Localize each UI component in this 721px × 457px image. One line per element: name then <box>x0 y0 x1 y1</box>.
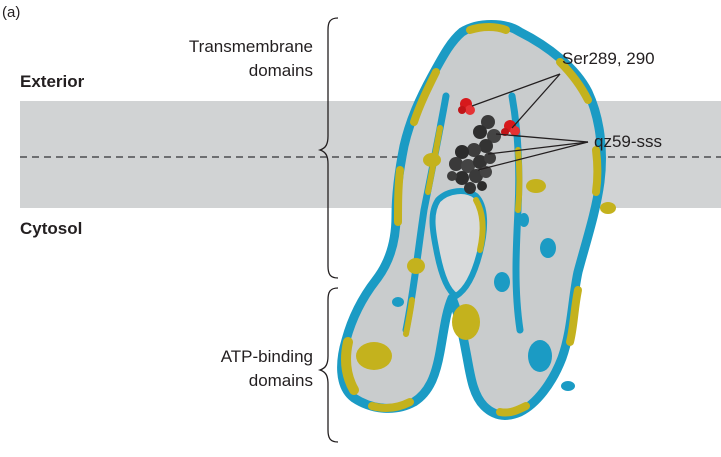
ligand-leader-line <box>495 133 589 143</box>
transmembrane-label-line2: domains <box>249 61 313 80</box>
ser-leader-line <box>511 73 561 129</box>
surface-blob <box>600 202 616 214</box>
surface-patch-yellow <box>341 337 359 395</box>
surface-blob <box>519 213 529 227</box>
ligand-leader-line <box>487 141 589 155</box>
atp-binding-label-line2: domains <box>249 371 313 390</box>
ser-atom <box>458 106 466 114</box>
atp-binding-label-line1: ATP-binding <box>221 347 313 366</box>
protein-structure <box>337 20 616 420</box>
surface-blob <box>356 342 392 370</box>
ligand-callout-label: qz59-sss <box>594 132 662 151</box>
surface-patch-yellow <box>515 147 523 213</box>
central-cleft <box>432 191 485 296</box>
ser-residues <box>458 98 520 136</box>
surface-patch-yellow <box>410 68 440 126</box>
callout-lines <box>471 73 589 171</box>
atp-binding-bracket <box>317 287 339 443</box>
surface-blob <box>392 297 404 307</box>
ser-atom <box>510 126 520 136</box>
qz59-ligand <box>447 115 501 194</box>
surface-patch-yellow <box>592 146 602 196</box>
ser-callout-label: Ser289, 290 <box>562 49 655 68</box>
surface-blob <box>452 304 480 340</box>
membrane-band <box>20 101 721 208</box>
surface-blob <box>494 272 510 292</box>
surface-patch-yellow <box>473 197 486 253</box>
transmembrane-label-line1: Transmembrane <box>189 37 313 56</box>
ligand-leader-line <box>477 141 589 171</box>
surface-patch-yellow <box>496 402 530 417</box>
surface-patch-yellow <box>466 23 510 34</box>
cleft-surface <box>429 188 488 300</box>
transmembrane-bracket <box>317 17 339 279</box>
surface-patch-yellow <box>556 58 592 104</box>
surface-blob <box>423 153 441 167</box>
surface-patch-yellow <box>394 166 404 226</box>
surface-blob <box>526 179 546 193</box>
surface-blob <box>528 340 552 372</box>
surface-blob <box>540 238 556 258</box>
surface-blob <box>561 381 575 391</box>
surface-patch-yellow <box>566 286 582 346</box>
ser-atom <box>465 105 475 115</box>
cytosol-label: Cytosol <box>20 219 82 238</box>
surface-blob <box>407 258 425 274</box>
panel-label: (a) <box>2 4 20 21</box>
ser-leader-line <box>471 73 561 107</box>
surface-patch-yellow <box>368 398 414 413</box>
exterior-label: Exterior <box>20 72 85 91</box>
surface-patch-yellow <box>403 297 415 337</box>
